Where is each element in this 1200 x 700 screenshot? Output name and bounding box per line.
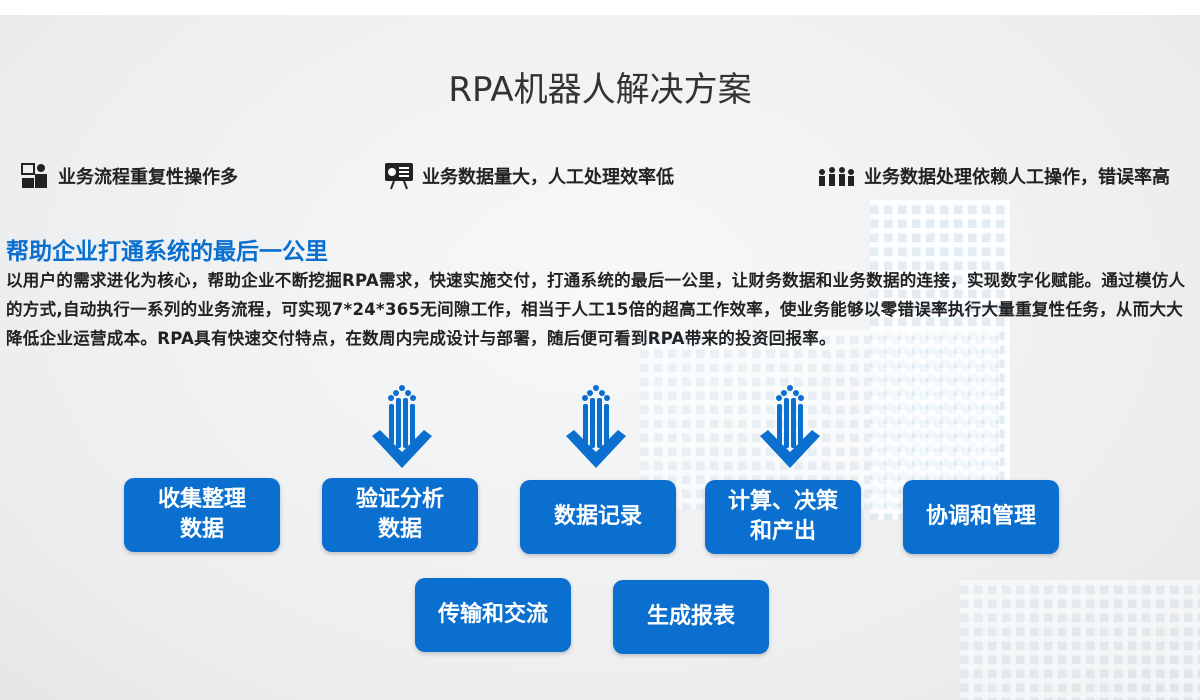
- page-title: RPA机器人解决方案: [448, 70, 752, 110]
- section-paragraph: 以用户的需求进化为核心，帮助企业不断挖掘RPA需求，快速实施交付，打通系统的最后…: [6, 271, 1186, 348]
- pain-point-3: 业务数据处理依赖人工操作，错误率高: [816, 162, 1170, 190]
- capability-verify-data: 验证分析 数据: [322, 478, 478, 552]
- down-arrow-icon: [566, 385, 626, 468]
- pain-point-1: 业务流程重复性操作多: [20, 162, 238, 190]
- capability-compute-decide: 计算、决策 和产出: [705, 480, 861, 554]
- down-arrow-icon: [372, 385, 432, 468]
- capability-record-data: 数据记录: [520, 480, 676, 554]
- section-heading: 帮助企业打通系统的最后一公里: [6, 239, 328, 265]
- decor-grid: [960, 580, 1200, 700]
- capability-transfer-communicate: 传输和交流: [415, 578, 571, 652]
- capability-generate-reports: 生成报表: [613, 580, 769, 654]
- pain-point-text: 业务数据量大，人工处理效率低: [422, 167, 674, 188]
- capability-coordinate-manage: 协调和管理: [903, 480, 1059, 554]
- pain-point-text: 业务数据处理依赖人工操作，错误率高: [864, 167, 1170, 188]
- presentation-icon: [385, 163, 413, 190]
- person-computer-icon: [21, 163, 47, 188]
- pain-point-2: 业务数据量大，人工处理效率低: [384, 162, 674, 190]
- people-group-icon: [819, 167, 854, 186]
- capability-collect-data: 收集整理 数据: [124, 478, 280, 552]
- pain-point-text: 业务流程重复性操作多: [58, 167, 238, 188]
- down-arrow-icon: [760, 385, 820, 468]
